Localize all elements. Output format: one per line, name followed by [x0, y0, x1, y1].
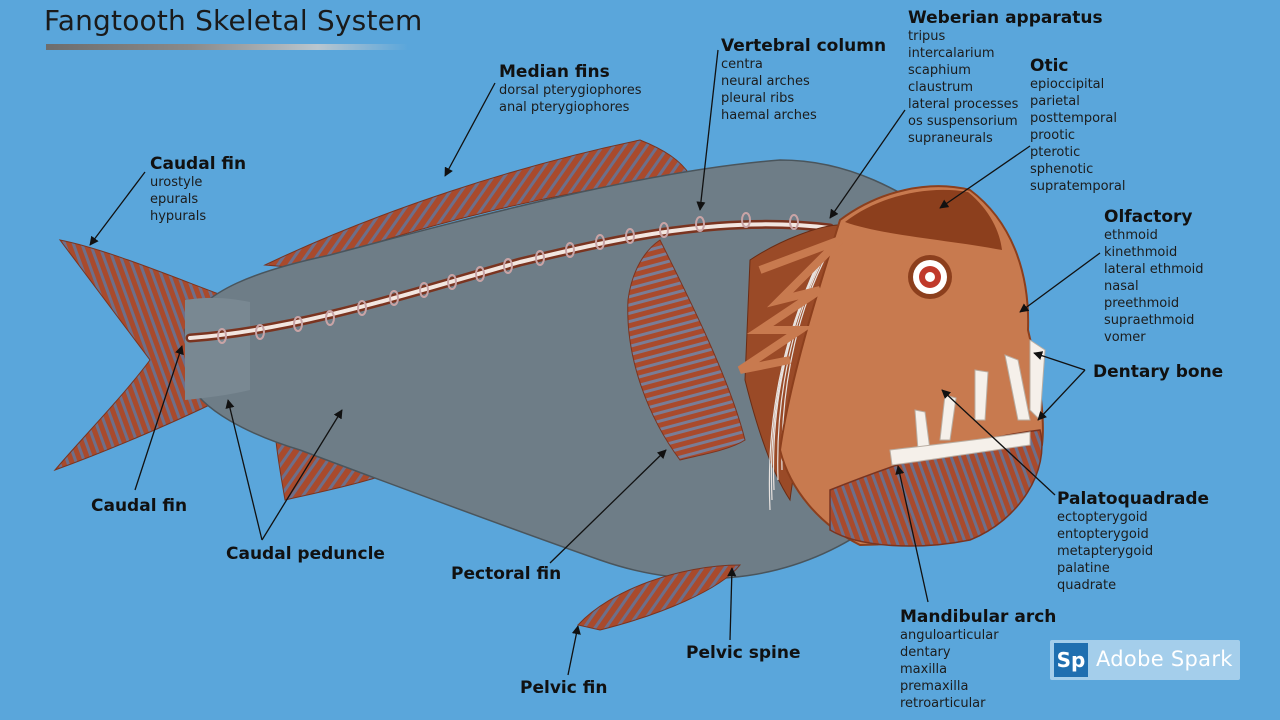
otic-group: Otic epioccipital parietal posttemporal …	[1030, 56, 1125, 195]
list-item: metapterygoid	[1057, 544, 1154, 559]
dentary-bone-label: Dentary bone	[1093, 362, 1224, 382]
olfactory-heading: Olfactory	[1104, 207, 1193, 227]
list-item: parietal	[1030, 94, 1080, 109]
list-item: scaphium	[908, 63, 971, 78]
list-item: supratemporal	[1030, 179, 1126, 194]
pelvic-spine-label: Pelvic spine	[686, 643, 801, 663]
list-item: lateral ethmoid	[1104, 262, 1204, 277]
list-item: sphenotic	[1030, 162, 1094, 177]
list-item: supraethmoid	[1104, 313, 1195, 328]
weberian-apparatus-list: tripus intercalarium scaphium claustrum …	[908, 28, 1103, 147]
list-item: kinethmoid	[1104, 245, 1178, 260]
caudal-fin-heading: Caudal fin	[150, 154, 247, 174]
list-item: dorsal pterygiophores	[499, 83, 642, 98]
list-item: neural arches	[721, 74, 810, 89]
mandibular-arch-heading: Mandibular arch	[900, 607, 1057, 627]
list-item: nasal	[1104, 279, 1139, 294]
caudal-fin-shape	[53, 239, 236, 472]
list-item: tripus	[908, 29, 946, 44]
list-item: pterotic	[1030, 145, 1081, 160]
pelvic-fin-shape	[577, 564, 742, 631]
list-item: supraneurals	[908, 131, 993, 146]
list-item: posttemporal	[1030, 111, 1117, 126]
caudal-fin-list: urostyle epurals hypurals	[150, 174, 246, 225]
list-item: claustrum	[908, 80, 974, 95]
otic-heading: Otic	[1030, 56, 1069, 76]
caudal-fin-group: Caudal fin urostyle epurals hypurals	[150, 154, 246, 225]
adobe-spark-text: Adobe Spark	[1096, 647, 1233, 671]
list-item: anal pterygiophores	[499, 100, 630, 115]
list-item: pleural ribs	[721, 91, 795, 106]
list-item: quadrate	[1057, 578, 1117, 593]
otic-list: epioccipital parietal posttemporal proot…	[1030, 76, 1125, 195]
weberian-apparatus-heading: Weberian apparatus	[908, 8, 1103, 28]
pelvic-fin-label: Pelvic fin	[520, 678, 608, 698]
list-item: vomer	[1104, 330, 1146, 345]
list-item: dentary	[900, 645, 951, 660]
list-item: ectopterygoid	[1057, 510, 1148, 525]
mandibular-arch-group: Mandibular arch anguloarticular dentary …	[900, 607, 1056, 712]
median-fins-list: dorsal pterygiophores anal pterygiophore…	[499, 82, 642, 116]
list-item: intercalarium	[908, 46, 995, 61]
list-item: epioccipital	[1030, 77, 1105, 92]
list-item: preethmoid	[1104, 296, 1180, 311]
median-fins-group: Median fins dorsal pterygiophores anal p…	[499, 62, 642, 116]
list-item: centra	[721, 57, 763, 72]
olfactory-list: ethmoid kinethmoid lateral ethmoid nasal…	[1104, 227, 1204, 346]
list-item: epurals	[150, 192, 199, 207]
list-item: hypurals	[150, 209, 207, 224]
caudal-fin-label: Caudal fin	[91, 496, 188, 516]
list-item: ethmoid	[1104, 228, 1158, 243]
adobe-spark-watermark: Sp Adobe Spark	[1050, 640, 1240, 680]
pectoral-fin-shape	[627, 239, 746, 461]
list-item: palatine	[1057, 561, 1110, 576]
pectoral-fin-label: Pectoral fin	[451, 564, 562, 584]
vertebral-column-group: Vertebral column centra neural arches pl…	[721, 36, 886, 124]
list-item: lateral processes	[908, 97, 1019, 112]
caudal-peduncle-label: Caudal peduncle	[226, 544, 385, 564]
palatoquadrade-group: Palatoquadrade ectopterygoid entopterygo…	[1057, 489, 1209, 594]
list-item: retroarticular	[900, 696, 986, 711]
palatoquadrade-list: ectopterygoid entopterygoid metapterygoi…	[1057, 509, 1209, 594]
median-fins-heading: Median fins	[499, 62, 610, 82]
vertebral-column-heading: Vertebral column	[721, 36, 887, 56]
list-item: prootic	[1030, 128, 1076, 143]
caudal-peduncle-shape	[185, 297, 250, 400]
title-underline	[46, 44, 408, 50]
list-item: premaxilla	[900, 679, 969, 694]
list-item: maxilla	[900, 662, 948, 677]
diagram-title: Fangtooth Skeletal System	[44, 4, 423, 37]
dorsal-fin	[263, 139, 691, 269]
mandibular-arch-list: anguloarticular dentary maxilla premaxil…	[900, 627, 1056, 712]
list-item: haemal arches	[721, 108, 817, 123]
list-item: urostyle	[150, 175, 203, 190]
list-item: os suspensorium	[908, 114, 1018, 129]
vertebral-column-list: centra neural arches pleural ribs haemal…	[721, 56, 886, 124]
olfactory-group: Olfactory ethmoid kinethmoid lateral eth…	[1104, 207, 1204, 346]
list-item: entopterygoid	[1057, 527, 1149, 542]
adobe-spark-logo-icon: Sp	[1054, 643, 1088, 677]
palatoquadrade-heading: Palatoquadrade	[1057, 489, 1210, 509]
weberian-apparatus-group: Weberian apparatus tripus intercalarium …	[908, 8, 1103, 147]
list-item: anguloarticular	[900, 628, 999, 643]
